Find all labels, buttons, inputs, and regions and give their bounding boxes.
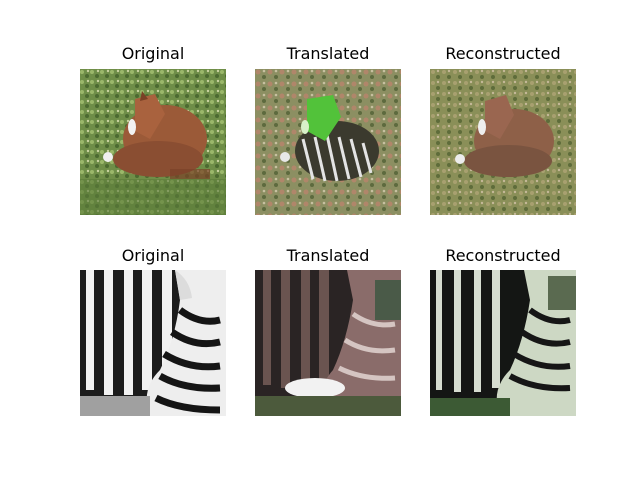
image-r1-translated-zebra <box>255 69 401 215</box>
image-r2-translated-horse <box>255 270 401 416</box>
image-r2-reconstructed-zebra <box>430 270 576 416</box>
translated-foal-picture <box>255 69 401 215</box>
zebra-head-picture <box>80 270 226 416</box>
image-r2-original-zebra <box>80 270 226 416</box>
panel-title-r1-original: Original <box>121 44 185 63</box>
panel-title-r2-reconstructed: Reconstructed <box>445 246 561 265</box>
panel-title-r1-reconstructed: Reconstructed <box>445 44 561 63</box>
image-r1-original-horse <box>80 69 226 215</box>
reconstructed-foal-picture <box>430 69 576 215</box>
panel-title-r1-translated: Translated <box>286 44 370 63</box>
reconstructed-zebra-picture <box>430 270 576 416</box>
panel-title-r2-translated: Translated <box>286 246 370 265</box>
translated-zebra-picture <box>255 270 401 416</box>
horse-foal-picture <box>80 69 226 215</box>
panel-title-r2-original: Original <box>121 246 185 265</box>
image-r1-reconstructed-horse <box>430 69 576 215</box>
